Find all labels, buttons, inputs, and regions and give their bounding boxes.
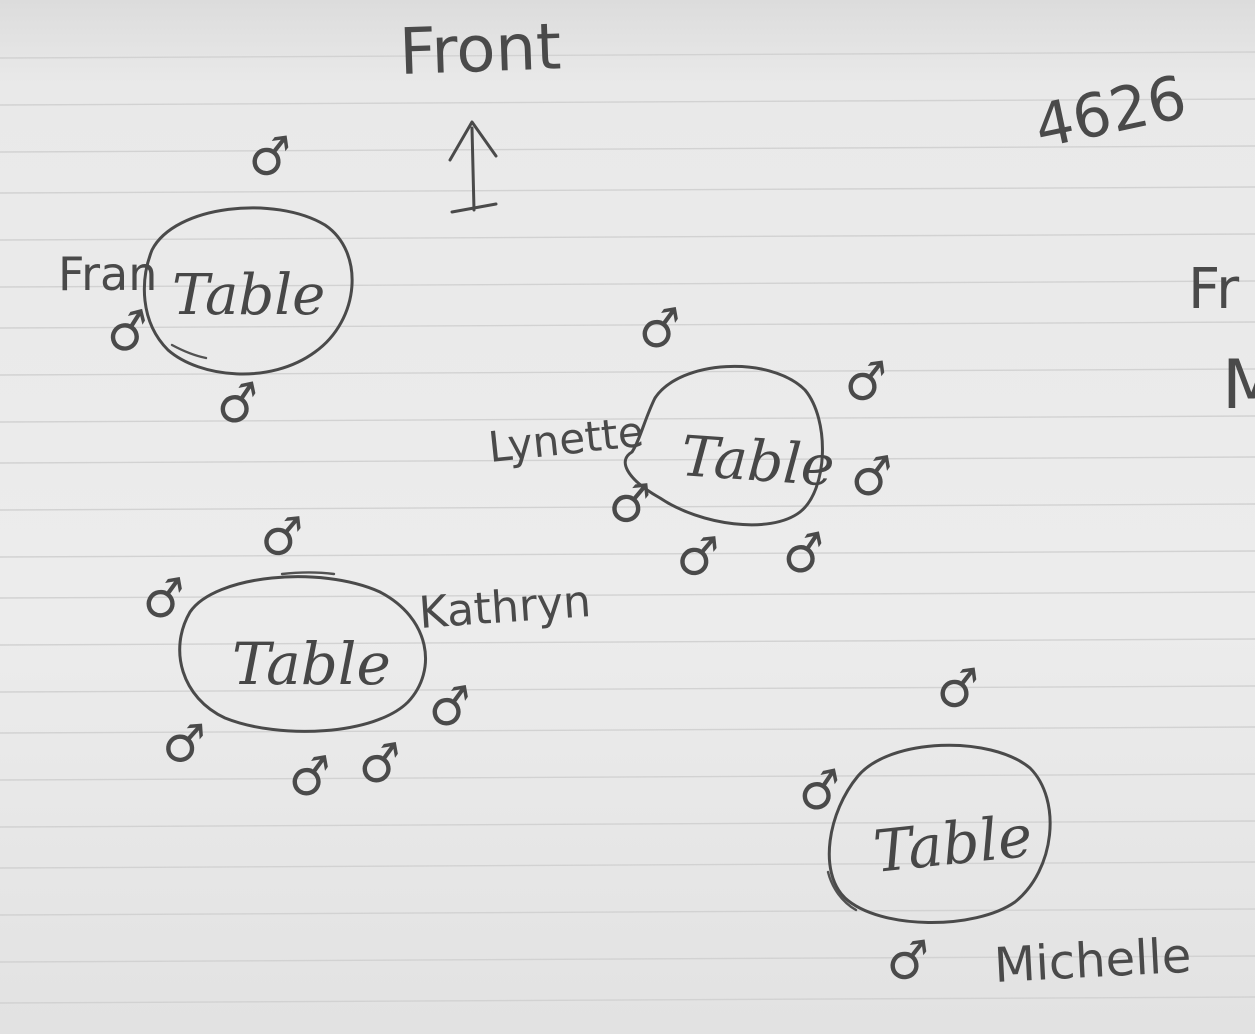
table-michelle: Table Michelle bbox=[826, 743, 1193, 994]
guest-name: Lynette bbox=[486, 407, 646, 472]
person-icon: ♂ bbox=[244, 125, 296, 189]
person-icon: ♂ bbox=[633, 296, 687, 361]
table-label: Table bbox=[232, 630, 391, 698]
page-number: 4626 bbox=[1029, 62, 1193, 162]
cut-off-text-1: Fr bbox=[1188, 257, 1240, 322]
table-outline bbox=[178, 575, 428, 733]
table-label: Table bbox=[172, 263, 325, 328]
person-icon: ♂ bbox=[257, 506, 308, 568]
person-icon: ♂ bbox=[932, 657, 984, 721]
person-icon: ♂ bbox=[882, 929, 934, 993]
ruled-lines bbox=[0, 51, 1255, 1004]
front-arrow bbox=[448, 120, 498, 214]
person-icon: ♂ bbox=[283, 744, 337, 809]
person-icon: ♂ bbox=[776, 521, 832, 587]
front-label: Front bbox=[398, 10, 562, 90]
guest-name: Michelle bbox=[993, 928, 1193, 994]
person-icon: ♂ bbox=[160, 713, 209, 774]
table-kathryn: Table Kathryn bbox=[178, 571, 593, 733]
person-icon: ♂ bbox=[210, 371, 266, 437]
table-fran: Table Fran bbox=[58, 206, 354, 376]
table-label: Table bbox=[870, 802, 1035, 886]
table-label: Table bbox=[679, 424, 836, 500]
person-icon: ♂ bbox=[353, 731, 407, 796]
person-icon: ♂ bbox=[605, 473, 656, 535]
cut-off-text-2: M bbox=[1222, 346, 1255, 425]
table-lynette: Table Lynette bbox=[486, 364, 836, 527]
person-icon: ♂ bbox=[840, 350, 892, 414]
guest-name: Fran bbox=[58, 247, 157, 301]
guest-name: Kathryn bbox=[417, 576, 592, 639]
person-icon: ♂ bbox=[845, 444, 899, 509]
person-icon: ♂ bbox=[423, 674, 477, 739]
person-icon: ♂ bbox=[99, 298, 157, 365]
person-icon: ♂ bbox=[792, 758, 848, 824]
table-outline bbox=[827, 743, 1052, 924]
people-markers: ♂♂♂♂♂♂♂♂♂♂♂♂♂♂♂♂♂♂ bbox=[99, 125, 984, 993]
person-icon: ♂ bbox=[137, 566, 191, 631]
table-outline bbox=[142, 206, 354, 376]
person-icon: ♂ bbox=[673, 526, 724, 588]
table-outline bbox=[623, 364, 824, 527]
